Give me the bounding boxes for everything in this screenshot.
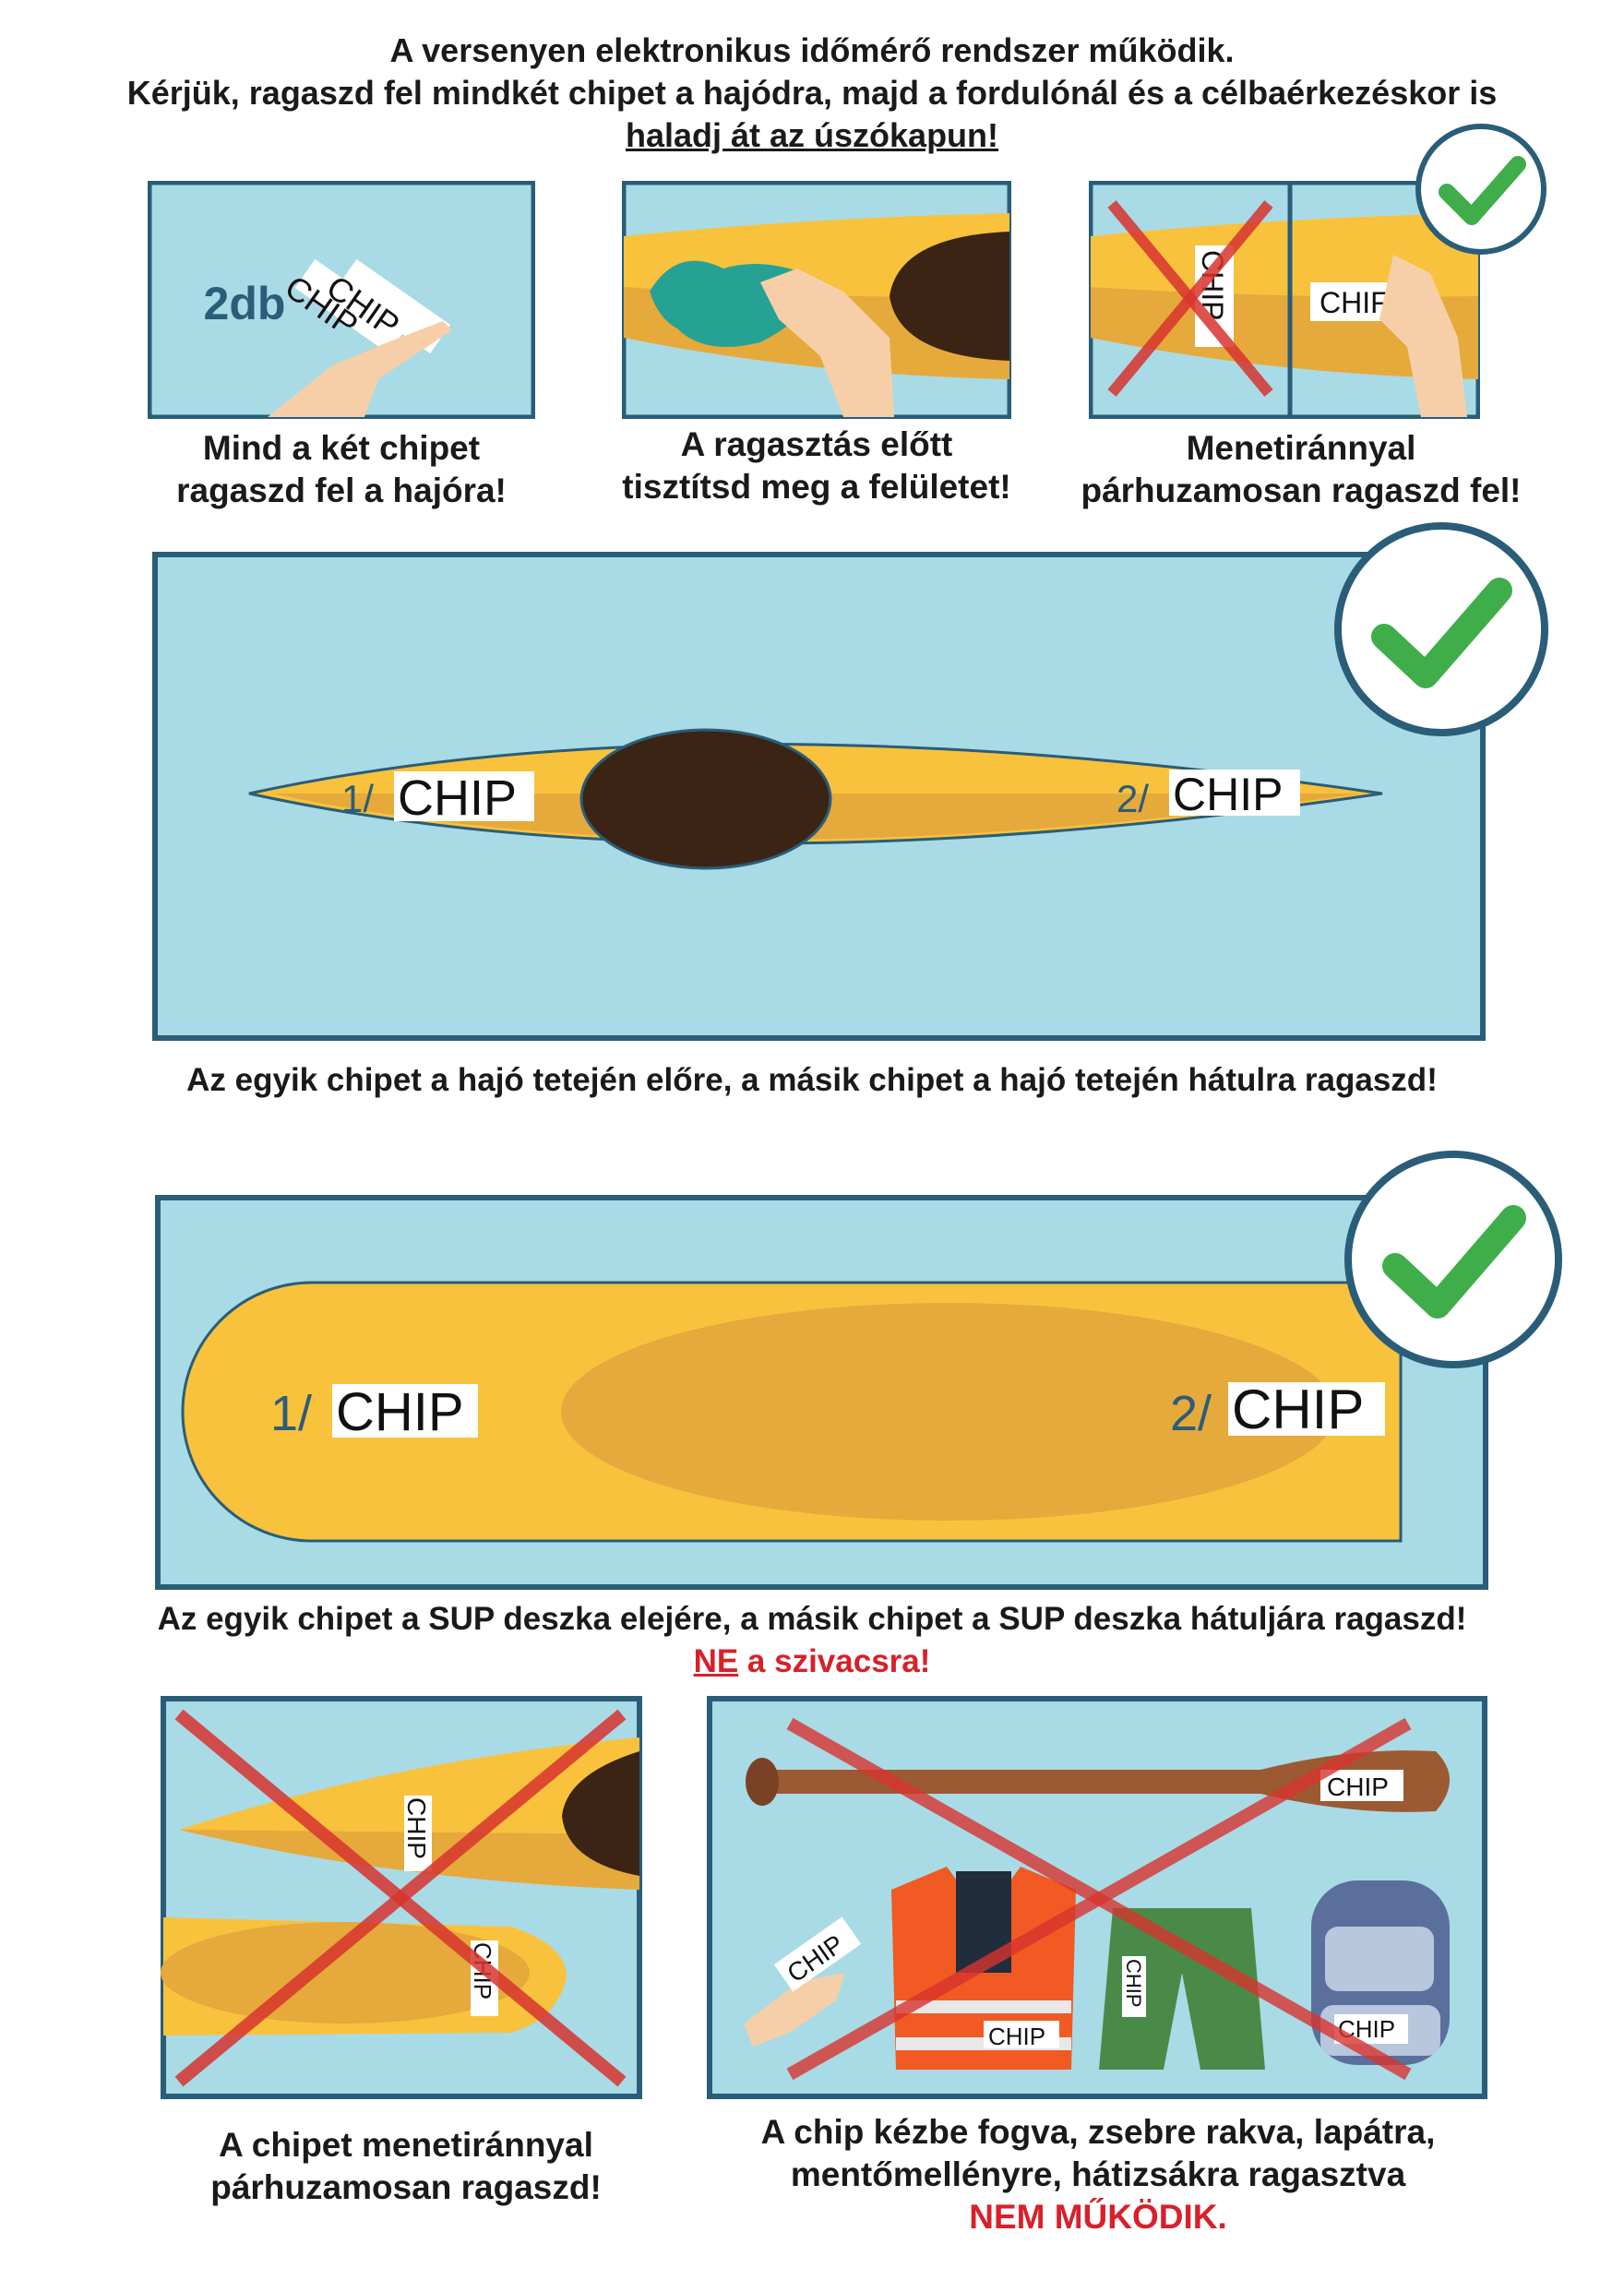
chip1-number: 1/ <box>341 777 374 820</box>
sup-warning: NE a szivacsra! <box>0 1641 1624 1683</box>
panel-clean-surface <box>622 181 1011 419</box>
chip2-number: 2/ <box>1170 1386 1212 1441</box>
cockpit <box>579 728 832 870</box>
header-line-2: Kérjük, ragaszd fel mindkét chipet a haj… <box>126 74 1498 112</box>
sup-foam-pad <box>561 1303 1336 1521</box>
panel3-caption-1: Menetiránnyal <box>1186 429 1416 467</box>
chip-label-vertical: CHIP <box>402 1797 431 1859</box>
chip1-number: 1/ <box>270 1386 312 1441</box>
hand-icon <box>1379 255 1467 417</box>
hand-icon <box>760 269 894 417</box>
chip-label-vertical: CHIP <box>1122 1959 1145 2008</box>
header-line-1: A versenyen elektronikus időmérő rendsze… <box>389 31 1235 69</box>
shorts-icon <box>1099 1908 1265 2070</box>
panel-two-chips: 2db CHIP CHIP <box>148 181 535 419</box>
sup-caption: Az egyik chipet a SUP deszka elejére, a … <box>157 1601 1467 1637</box>
panel1-caption-1: Mind a két chipet <box>202 429 481 467</box>
wrong2-caption-2: mentőmellényre, hátizsákra ragasztva <box>790 2155 1406 2193</box>
chip-label: CHIP <box>988 2023 1045 2050</box>
chip-label: CHIP <box>1327 1773 1389 1801</box>
wrong1-caption-1: A chipet menetiránnyal <box>219 2126 593 2164</box>
kayak-caption: Az egyik chipet a hajó tetején előre, a … <box>186 1062 1438 1098</box>
chip2-number: 2/ <box>1116 777 1149 820</box>
panel1-caption-2: ragaszd fel a hajóra! <box>176 472 507 509</box>
sup-panel: 1/ CHIP 2/ CHIP <box>155 1195 1488 1590</box>
panel2-caption-1: A ragasztás előtt <box>680 425 953 463</box>
wrong2-caption-3: NEM MŰKÖDIK. <box>969 2198 1227 2236</box>
warning-rest: a szivacsra! <box>738 1643 931 1679</box>
wrong1-caption-2: párhuzamosan ragaszd! <box>210 2168 602 2206</box>
chip2-label: CHIP <box>1173 769 1283 820</box>
wrong-placement-panel: CHIP CHIP CHIP CHIP CHIP <box>707 1696 1487 2099</box>
chip-label-horizontal: CHIF <box>1320 286 1389 319</box>
check-icon <box>1344 1151 1562 1368</box>
check-icon <box>1334 522 1548 736</box>
chip1-label: CHIP <box>336 1382 464 1442</box>
count-label: 2db <box>204 278 286 329</box>
header-line-3: haladj át az úszókapun! <box>625 116 999 154</box>
hand-icon <box>268 321 452 417</box>
chip1-label: CHIP <box>398 770 517 826</box>
chip2-label: CHIP <box>1232 1379 1364 1440</box>
wrong-orientation-panel: CHIP CHIP <box>161 1696 642 2099</box>
wrong2-caption-1: A chip kézbe fogva, zsebre rakva, lapátr… <box>760 2113 1436 2151</box>
panel2-caption-2: tisztítsd meg a felületet! <box>622 468 1011 506</box>
cockpit <box>890 232 1009 361</box>
panel-parallel: CHIP CHIF <box>1089 181 1480 419</box>
kayak-panel: 1/ CHIP 2/ CHIP <box>152 552 1486 1041</box>
warning-ne: NE <box>693 1643 739 1679</box>
check-icon <box>1415 124 1546 255</box>
panel3-caption-2: párhuzamosan ragaszd fel! <box>1081 472 1522 509</box>
